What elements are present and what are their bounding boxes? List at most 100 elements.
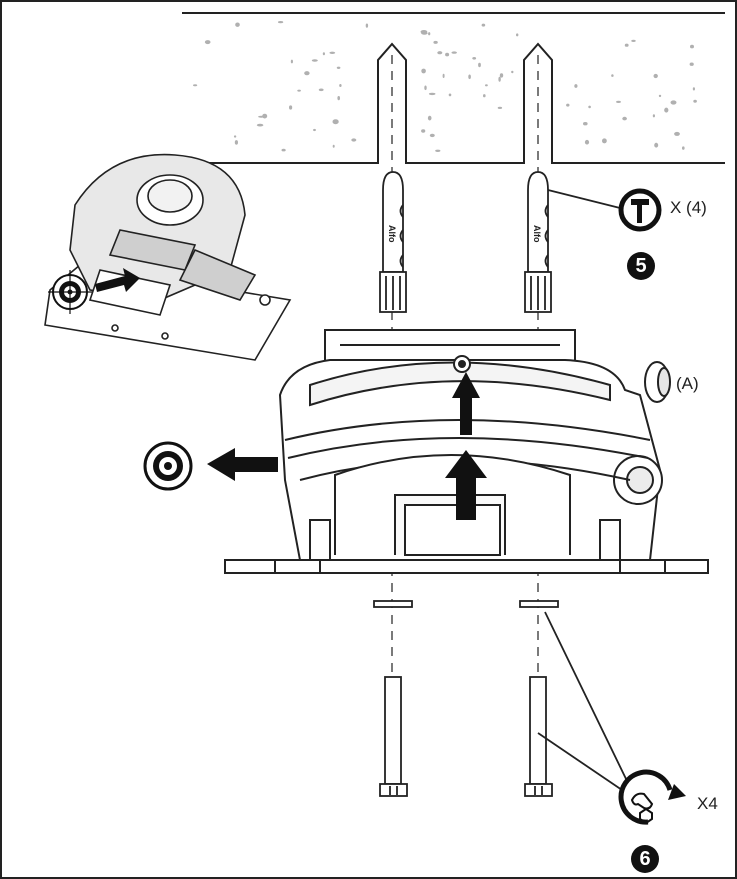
concrete-speckle — [329, 51, 336, 54]
concrete-speckle — [337, 96, 341, 101]
concrete-speckle — [511, 70, 514, 74]
step-6-badge: 6 — [631, 845, 659, 873]
concrete-speckle — [289, 105, 293, 110]
concrete-speckle — [421, 68, 426, 74]
concrete-speckle — [654, 142, 659, 148]
concrete-speckle — [278, 21, 284, 24]
ceiling-slab — [182, 12, 725, 164]
inset-mount-view — [44, 153, 292, 361]
concrete-speckle — [498, 76, 501, 82]
concrete-speckle — [674, 131, 680, 136]
concrete-speckle — [297, 89, 301, 92]
concrete-speckle — [304, 71, 310, 76]
screw-count-label: X (4) — [670, 198, 707, 217]
concrete-speckle — [442, 73, 445, 78]
concrete-speckle — [611, 74, 614, 77]
remove-arrow — [207, 448, 278, 481]
bolt-left — [379, 676, 408, 797]
concrete-speckle — [313, 128, 316, 132]
concrete-speckle — [682, 146, 685, 150]
concrete-speckle — [664, 107, 669, 113]
concrete-speckle — [689, 62, 694, 66]
concrete-speckle — [193, 84, 198, 87]
svg-text:Alfo: Alfo — [532, 225, 542, 243]
svg-text:Alfo: Alfo — [387, 225, 397, 243]
concrete-speckle — [421, 31, 428, 35]
concrete-speckle — [281, 148, 286, 152]
concrete-speckle — [351, 138, 357, 142]
concrete-speckle — [658, 94, 662, 98]
screwdriver-leader — [547, 189, 621, 209]
screwdriver-icon — [618, 188, 662, 232]
concrete-speckle — [478, 62, 481, 68]
washer-left — [373, 600, 413, 608]
concrete-speckle — [233, 135, 237, 138]
washer-right — [519, 600, 559, 608]
concrete-speckle — [332, 144, 335, 148]
anchor-left: Alfo — [379, 171, 407, 313]
concrete-speckle — [445, 52, 450, 57]
concrete-speckle — [429, 133, 435, 138]
concrete-speckle — [690, 44, 694, 49]
concrete-speckle — [583, 122, 588, 126]
concrete-speckle — [448, 93, 452, 97]
concrete-speckle — [365, 23, 369, 28]
concrete-speckle — [451, 51, 457, 54]
concrete-speckle — [616, 100, 621, 103]
concrete-speckle — [499, 73, 504, 78]
concrete-speckle — [262, 113, 268, 119]
concrete-speckle — [234, 140, 238, 145]
concrete-speckle — [588, 105, 591, 109]
up-arrow-upper — [452, 372, 480, 435]
target-icon — [143, 441, 193, 491]
concrete-speckle — [483, 94, 486, 98]
concrete-speckle — [318, 88, 324, 92]
part-a-label: (A) — [676, 374, 699, 393]
concrete-speckle — [290, 59, 293, 64]
concrete-speckle — [428, 32, 431, 36]
step-5-badge: 5 — [627, 252, 655, 280]
concrete-speckle — [472, 57, 477, 60]
concrete-speckle — [437, 51, 443, 55]
concrete-speckles — [193, 21, 697, 152]
concrete-speckle — [624, 43, 629, 47]
concrete-speckle — [692, 87, 696, 91]
concrete-speckle — [516, 33, 519, 37]
concrete-speckle — [421, 129, 426, 133]
concrete-speckle — [339, 84, 342, 87]
concrete-speckle — [653, 73, 658, 79]
concrete-speckle — [468, 74, 471, 80]
concrete-speckle — [481, 23, 486, 27]
concrete-speckle — [670, 100, 677, 105]
concrete-speckle — [631, 39, 636, 43]
inset-target-icon — [48, 270, 92, 314]
up-arrow-lower — [445, 450, 487, 520]
concrete-speckle — [622, 116, 627, 121]
concrete-speckle — [311, 59, 318, 62]
bolt-count-label: X4 — [697, 794, 718, 813]
concrete-speckle — [336, 66, 341, 70]
concrete-speckle — [574, 84, 578, 88]
wrench-leaders — [537, 611, 629, 791]
concrete-speckle — [204, 40, 211, 45]
concrete-speckle — [428, 92, 436, 96]
concrete-speckle — [485, 84, 488, 87]
concrete-speckle — [427, 115, 432, 121]
anchor-right: Alfo — [524, 171, 552, 313]
bolt-right — [524, 676, 553, 797]
inset-arrow — [95, 268, 140, 292]
concrete-speckle — [497, 106, 503, 109]
wrench-icon — [618, 769, 686, 825]
concrete-speckle — [652, 114, 656, 118]
concrete-speckle — [435, 149, 441, 152]
concrete-speckle — [693, 99, 697, 103]
concrete-speckle — [566, 103, 570, 107]
concrete-speckle — [332, 119, 339, 125]
concrete-speckle — [424, 85, 427, 91]
concrete-speckle — [235, 22, 240, 27]
concrete-speckle — [433, 40, 438, 44]
concrete-speckle — [256, 123, 264, 127]
concrete-speckle — [584, 139, 590, 145]
